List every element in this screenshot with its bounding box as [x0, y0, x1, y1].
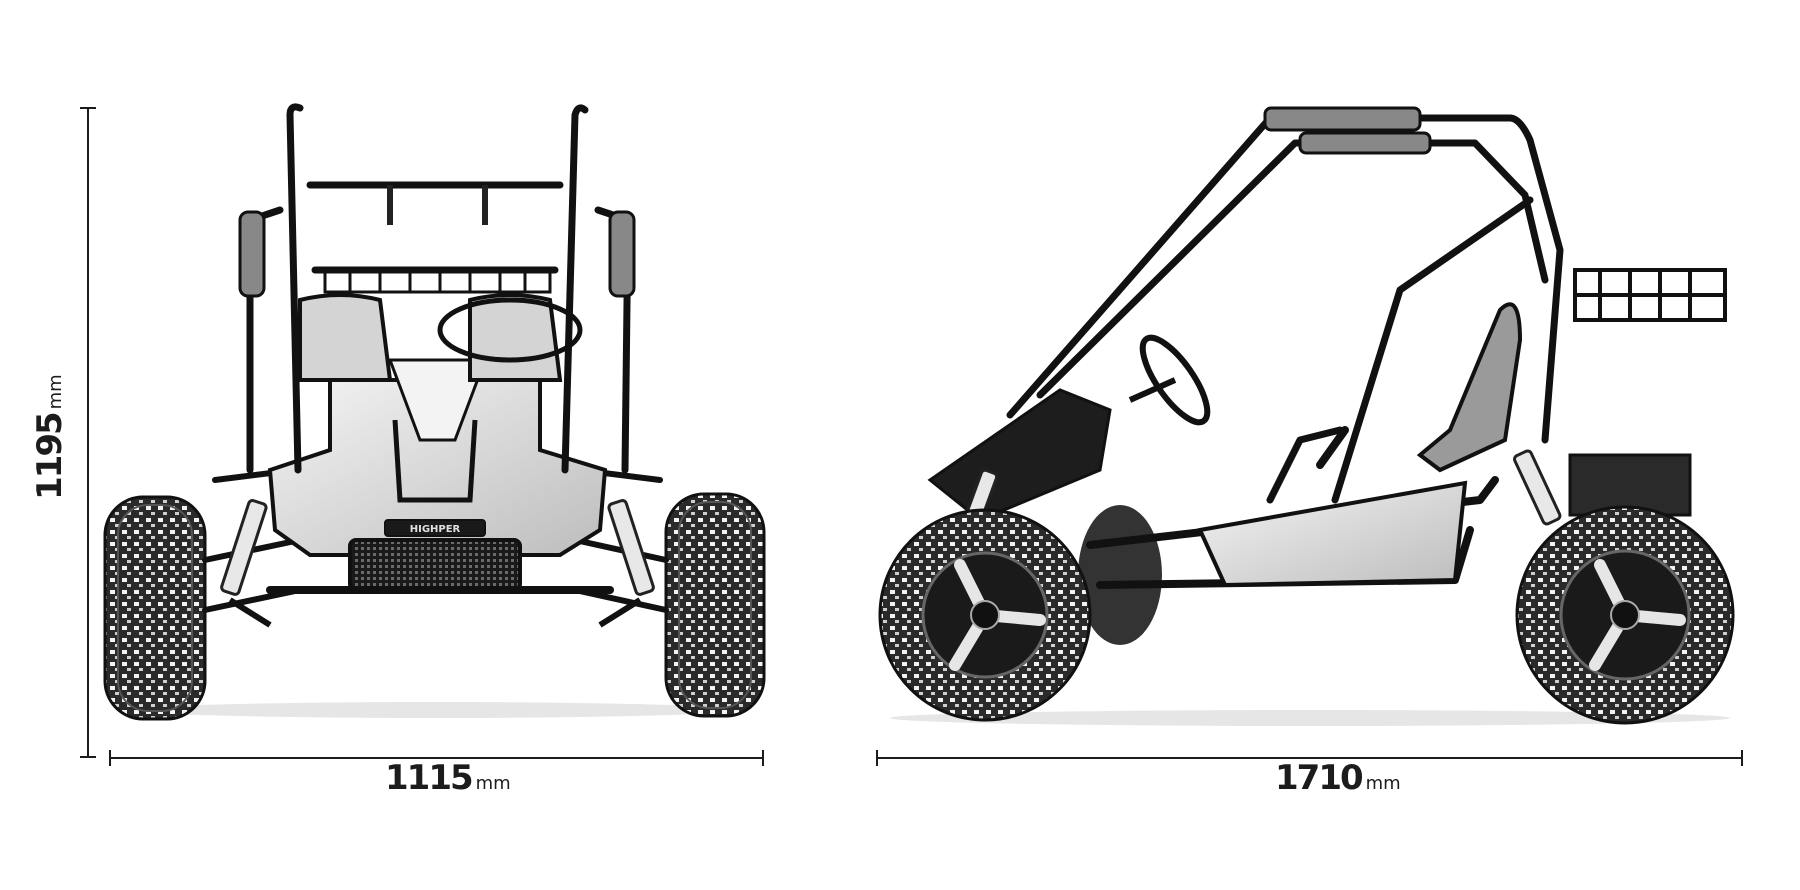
width-value: 1115	[385, 758, 474, 798]
side-front-wheel	[878, 508, 1092, 722]
height-dimension-label: 1195 mm	[30, 374, 70, 500]
length-dimension-label: 1710 mm	[1275, 758, 1401, 798]
height-dimension-line	[80, 107, 96, 758]
front-body-panel	[267, 378, 608, 557]
height-unit: mm	[45, 374, 66, 410]
width-unit: mm	[475, 773, 511, 794]
side-rear-motor	[1568, 453, 1692, 517]
front-steering-wheel	[437, 297, 583, 363]
front-shock-absorbers	[220, 499, 655, 596]
side-rear-wheel	[1515, 505, 1735, 725]
side-seat	[1416, 302, 1523, 473]
front-view-buggy: HIGHPER	[103, 103, 766, 721]
front-right-tire	[664, 492, 766, 718]
length-unit: mm	[1365, 773, 1401, 794]
height-value: 1195	[30, 413, 70, 500]
width-dimension-line	[109, 750, 764, 766]
side-steering-wheel	[1128, 334, 1211, 426]
front-grille	[348, 538, 522, 592]
side-roll-cage	[1006, 114, 1564, 504]
side-view-buggy	[878, 106, 1735, 726]
side-body-panel	[1197, 480, 1468, 588]
length-value: 1710	[1275, 758, 1364, 798]
front-left-tire	[103, 495, 207, 721]
length-dimension-line	[876, 750, 1743, 766]
width-dimension-label: 1115 mm	[385, 758, 511, 798]
side-rear-rack	[1573, 268, 1727, 322]
grille-badge: HIGHPER	[410, 524, 461, 535]
